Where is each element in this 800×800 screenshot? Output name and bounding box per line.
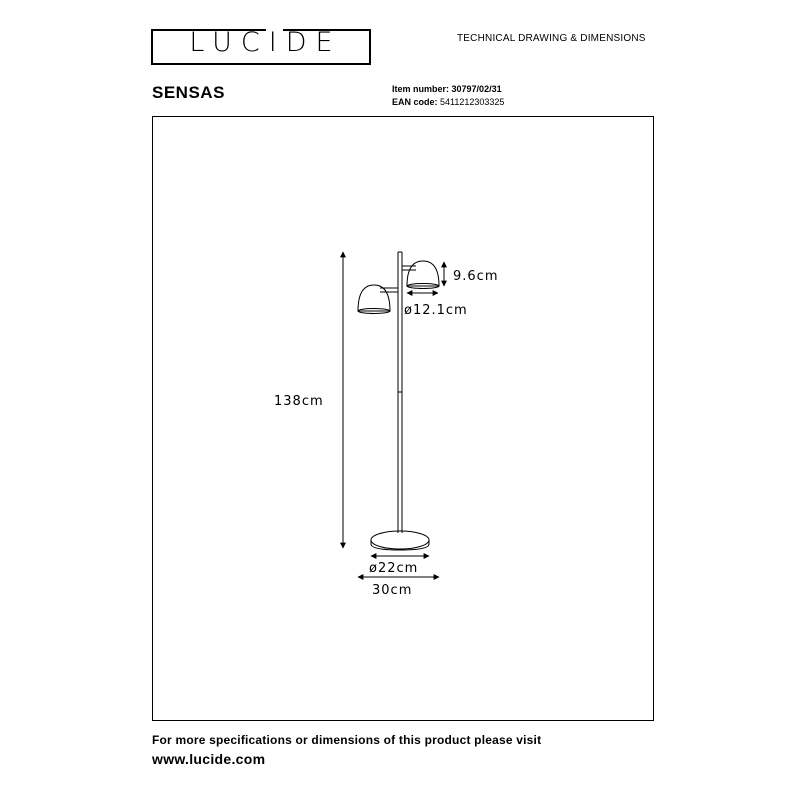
total-width-label: 30cm (372, 583, 412, 598)
drawing-frame (152, 116, 654, 721)
lamp-illustration (357, 251, 440, 551)
ean-label: EAN code: (392, 97, 438, 107)
shade-diameter-label: ø12.1cm (404, 303, 468, 318)
brand-logo: LUCIDE (151, 27, 371, 65)
document-title: TECHNICAL DRAWING & DIMENSIONS (457, 33, 646, 44)
ean-row: EAN code: 5411212303325 (392, 96, 504, 109)
logo-top-line-right (283, 29, 371, 31)
logo-top-line-left (151, 29, 266, 31)
item-number-value: 30797/02/31 (451, 84, 502, 94)
shade-height-label: 9.6cm (453, 269, 499, 284)
footer: For more specifications or dimensions of… (152, 733, 541, 767)
item-number-row: Item number: 30797/02/31 (392, 83, 504, 96)
item-number-label: Item number: (392, 84, 450, 94)
base-diameter-label: ø22cm (369, 561, 418, 576)
product-meta: Item number: 30797/02/31 EAN code: 54112… (392, 83, 504, 109)
footer-url[interactable]: www.lucide.com (152, 751, 266, 767)
height-label: 138cm (274, 394, 324, 409)
footer-note: For more specifications or dimensions of… (152, 733, 542, 747)
ean-value: 5411212303325 (440, 97, 505, 107)
brand-logo-text: LUCIDE (189, 27, 342, 58)
product-name: SENSAS (152, 83, 225, 102)
